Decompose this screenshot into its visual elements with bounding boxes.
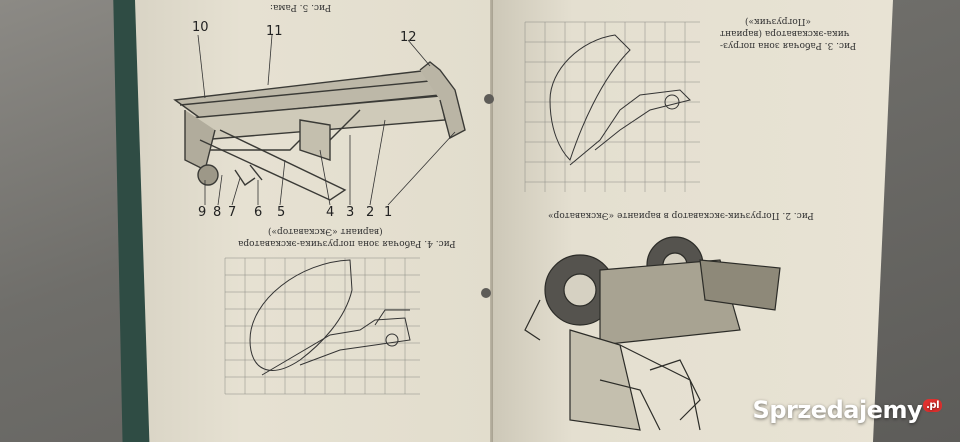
callout-8: 8 xyxy=(213,205,222,220)
callout-12: 12 xyxy=(400,30,417,45)
watermark-brand: Sprzedajemy xyxy=(752,396,923,424)
callout-10: 10 xyxy=(192,20,209,35)
callout-3: 3 xyxy=(346,205,355,220)
right-page xyxy=(493,0,893,442)
figure4-caption-line2: (вариант «Экскаватор») xyxy=(268,226,383,236)
callout-11: 11 xyxy=(266,24,283,39)
excavator-drawing xyxy=(524,236,781,431)
binding-hole-top xyxy=(484,94,494,104)
callout-2: 2 xyxy=(366,205,375,220)
frame-drawing xyxy=(173,61,466,201)
callout-4: 4 xyxy=(326,205,335,220)
callout-6: 6 xyxy=(254,205,263,220)
figure3-caption-line3: «Погрузчик») xyxy=(745,16,812,26)
work-zone-grid-left xyxy=(224,257,420,395)
callout-1: 1 xyxy=(384,205,393,220)
work-zone-curve-right xyxy=(549,34,691,166)
callout-9: 9 xyxy=(198,205,207,220)
figure2-caption: Рис. 2. Погрузчик-экскаватор в варианте … xyxy=(548,210,814,220)
callout-7: 7 xyxy=(228,205,237,220)
figure3-caption-line2: чика-экскаватора (вариант xyxy=(720,28,850,38)
work-zone-curve-left xyxy=(249,259,411,376)
callout-lines xyxy=(197,34,456,206)
watermark-logo: Sprzedajemy.pl xyxy=(753,396,942,424)
figure5-caption: Рис. 5. Рама: xyxy=(270,2,332,12)
binding-hole-bottom xyxy=(481,288,491,298)
figure4-caption-line1: Рис. 4. Рабочая зона погрузчика-экскават… xyxy=(238,238,456,248)
watermark-tld: .pl xyxy=(923,399,942,412)
callout-5: 5 xyxy=(277,205,286,220)
work-zone-grid-right xyxy=(524,21,700,192)
figure3-caption-line1: Рис. 3. Рабочая зона погруз- xyxy=(720,40,857,50)
